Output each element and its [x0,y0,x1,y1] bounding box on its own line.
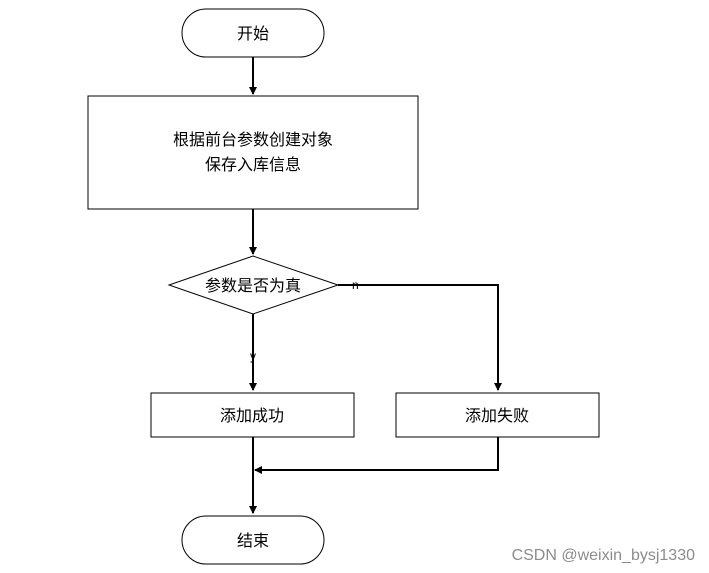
process-label-line1: 根据前台参数创建对象 [173,130,333,149]
start-node: 开始 [181,8,325,58]
decision-label: 参数是否为真 [205,276,301,295]
failure-label: 添加失败 [465,406,529,425]
decision-node: 参数是否为真 [167,255,340,315]
failure-node: 添加失败 [395,392,600,438]
edge-failure-to-merge [254,437,499,474]
success-label: 添加成功 [220,406,284,425]
end-node: 结束 [181,515,325,565]
no-label: n [352,278,359,292]
process-label-line2: 保存入库信息 [205,155,301,174]
watermark: CSDN @weixin_bysj1330 [511,547,695,564]
start-label: 开始 [237,24,269,43]
end-label: 结束 [237,531,269,550]
edge-decision-no [338,284,502,391]
yes-label: y [250,349,256,363]
process-node: 根据前台参数创建对象 保存入库信息 [87,95,419,210]
success-node: 添加成功 [150,392,355,438]
